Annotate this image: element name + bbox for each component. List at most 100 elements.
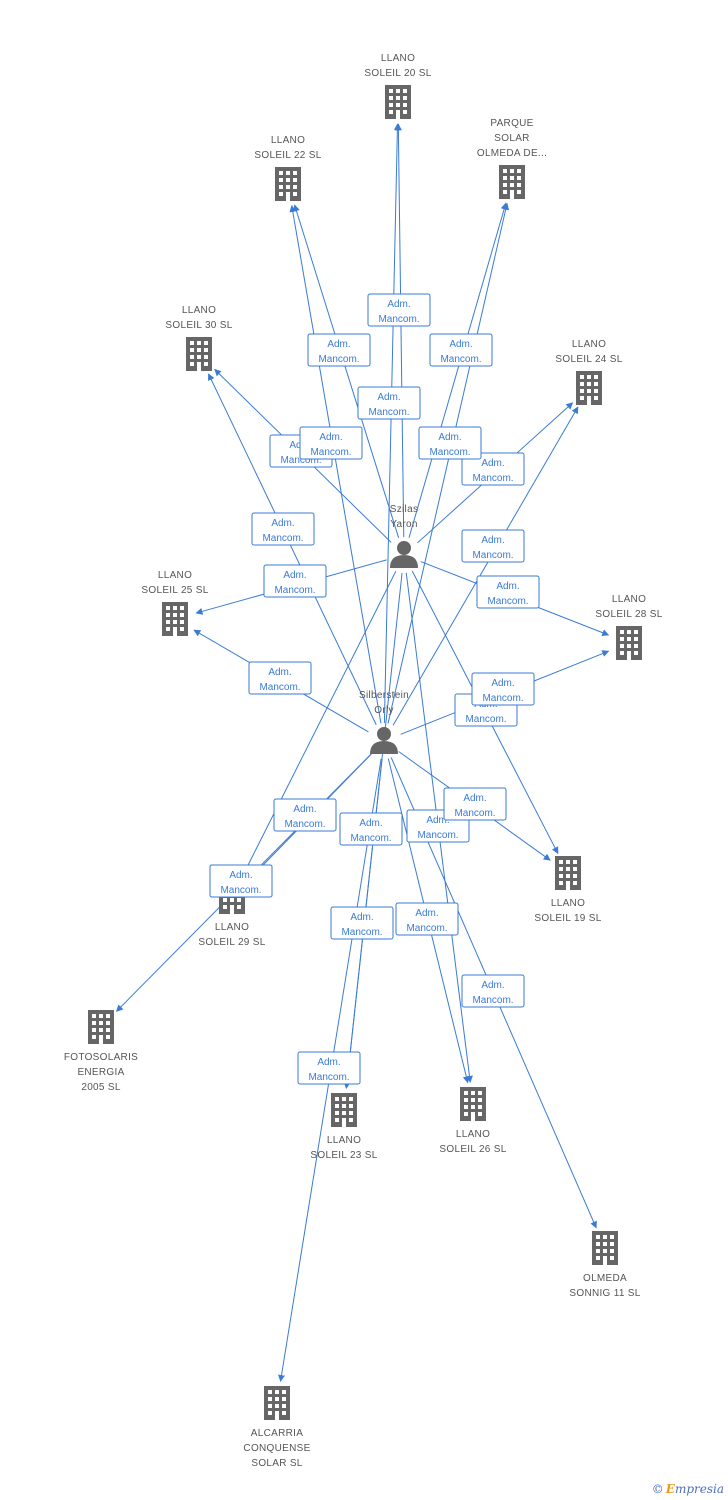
node-label-line: SOLEIL 19 SL <box>534 913 601 924</box>
role-label-line: Adm. <box>463 793 486 804</box>
role-badge-silberstein-c20[interactable]: Adm.Mancom. <box>357 386 421 420</box>
role-badge-silberstein-c26[interactable]: Adm. Mancom. <box>395 902 459 936</box>
role-label-line: Adm. <box>229 870 252 881</box>
building-icon <box>88 1010 114 1044</box>
building-icon <box>616 626 642 660</box>
node-label-line: SOLEIL 22 SL <box>254 150 321 161</box>
company-node-col[interactable]: OLMEDA SONNIG 11 SL <box>569 1231 640 1299</box>
role-badge-szilas-c24[interactable]: Adm.Mancom. <box>461 452 525 486</box>
node-label-line: SOLEIL 20 SL <box>364 68 431 79</box>
edge-silberstein-cpq <box>387 202 510 724</box>
node-label-line: LLANO <box>551 898 585 909</box>
role-badge-szilas-c29[interactable]: Adm. Mancom. <box>273 798 337 832</box>
role-label-line: Mancom. <box>310 447 351 458</box>
node-label-line: SOLEIL 23 SL <box>310 1150 377 1161</box>
role-badge-silberstein-col[interactable]: Adm. Mancom. <box>461 974 525 1008</box>
role-badge-szilas-c28[interactable]: Adm.Mancom. <box>476 575 540 609</box>
node-label-line: CONQUENSE <box>243 1443 310 1454</box>
role-label-line: Adm. <box>350 912 373 923</box>
role-label-line: Mancom. <box>472 550 513 561</box>
role-label-line: Adm. <box>496 581 519 592</box>
node-label-line: ALCARRIA <box>251 1428 303 1439</box>
role-label-line: Mancom. <box>284 819 325 830</box>
role-label-line: Mancom. <box>482 693 523 704</box>
role-badge-szilas-c20[interactable]: Adm.Mancom. <box>367 293 431 327</box>
role-badge-szilas-cpq[interactable]: Adm.Mancom. <box>429 333 493 367</box>
company-node-c20[interactable]: LLANO SOLEIL 20 SL <box>364 53 431 119</box>
role-label-line: Mancom. <box>417 830 458 841</box>
node-label-line: Orly <box>374 705 394 716</box>
role-badge-silberstein-cpq[interactable]: Adm.Mancom. <box>418 426 482 460</box>
node-label-line: SOLEIL 25 SL <box>141 585 208 596</box>
node-label-line: LLANO <box>158 570 192 581</box>
company-node-c25[interactable]: LLANO SOLEIL 25 SL <box>141 570 208 636</box>
role-label-line: Adm. <box>481 980 504 991</box>
role-badge-silberstein-c23[interactable]: Adm.Mancom. <box>330 906 394 940</box>
role-badge-silberstein-cal[interactable]: Adm.Mancom. <box>297 1051 361 1085</box>
role-badge-silberstein-cfo[interactable]: Adm. Mancom. <box>209 864 273 898</box>
role-badge-silberstein-c25[interactable]: Adm.Mancom. <box>248 661 312 695</box>
building-icon <box>592 1231 618 1265</box>
copyright-icon: © <box>651 1482 664 1496</box>
role-label-line: Mancom. <box>472 995 513 1006</box>
role-label-line: Mancom. <box>280 455 321 466</box>
role-badge-silberstein-c19[interactable]: Adm.Mancom. <box>443 787 507 821</box>
node-label-line: LLANO <box>182 305 216 316</box>
node-label-line: ENERGIA <box>77 1067 124 1078</box>
role-badge-szilas-c23[interactable]: Adm.Mancom. <box>339 812 403 846</box>
node-label-line: SOLEIL 30 SL <box>165 320 232 331</box>
node-label-line: LLANO <box>381 53 415 64</box>
role-label-line: Adm. <box>426 815 449 826</box>
role-label-line: Mancom. <box>318 354 359 365</box>
brand-watermark: ©Empresia <box>652 1482 724 1496</box>
node-label-line: Szilas <box>390 504 418 515</box>
role-label-line: Adm. <box>271 518 294 529</box>
role-badge-szilas-c25[interactable]: Adm.Mancom. <box>263 564 327 598</box>
node-label-line: LLANO <box>456 1129 490 1140</box>
node-label-line: LLANO <box>271 135 305 146</box>
role-badge-silberstein-c24[interactable]: Adm. Mancom. <box>461 529 525 563</box>
company-node-cal[interactable]: ALCARRIA CONQUENSE SOLAR SL <box>243 1386 310 1469</box>
role-badge-silberstein-c28[interactable]: Adm. Mancom. <box>471 672 535 706</box>
node-label-line: SOLAR SL <box>251 1458 302 1469</box>
role-label-line: Adm. <box>481 535 504 546</box>
person-icon <box>370 727 398 754</box>
role-label-line: Mancom. <box>406 923 447 934</box>
building-icon <box>331 1093 357 1127</box>
role-label-line: Adm. <box>387 299 410 310</box>
role-label-line: Mancom. <box>220 885 261 896</box>
role-label-line: Mancom. <box>308 1072 349 1083</box>
node-label-line: Yaron <box>390 519 417 530</box>
node-label-line: 2005 SL <box>81 1082 120 1093</box>
node-label-line: SONNIG 11 SL <box>569 1288 640 1299</box>
edge-silberstein-c20 <box>383 123 401 724</box>
company-node-c19[interactable]: LLANO SOLEIL 19 SL <box>534 856 601 924</box>
node-label-line: LLANO <box>327 1135 361 1146</box>
role-label-line: Adm. <box>293 804 316 815</box>
role-label-line: Mancom. <box>368 407 409 418</box>
role-label-line: Adm. <box>283 570 306 581</box>
building-icon <box>264 1386 290 1420</box>
role-badge-silberstein-c30[interactable]: Adm.Mancom. <box>251 512 315 546</box>
person-icon <box>390 541 418 568</box>
building-icon <box>186 337 212 371</box>
company-node-c23[interactable]: LLANO SOLEIL 23 SL <box>310 1093 377 1161</box>
role-badge-szilas-c22[interactable]: Adm.Mancom. <box>307 333 371 367</box>
company-node-c30[interactable]: LLANO SOLEIL 30 SL <box>165 305 232 371</box>
role-label-line: Adm. <box>415 908 438 919</box>
edge-szilas-cpq <box>408 202 508 538</box>
company-node-c22[interactable]: LLANO SOLEIL 22 SL <box>254 135 321 201</box>
node-label-line: OLMEDA <box>583 1273 627 1284</box>
role-label-line: Adm. <box>491 678 514 689</box>
role-label-line: Mancom. <box>259 682 300 693</box>
role-badge-silberstein-c22[interactable]: Adm.Mancom. <box>299 426 363 460</box>
